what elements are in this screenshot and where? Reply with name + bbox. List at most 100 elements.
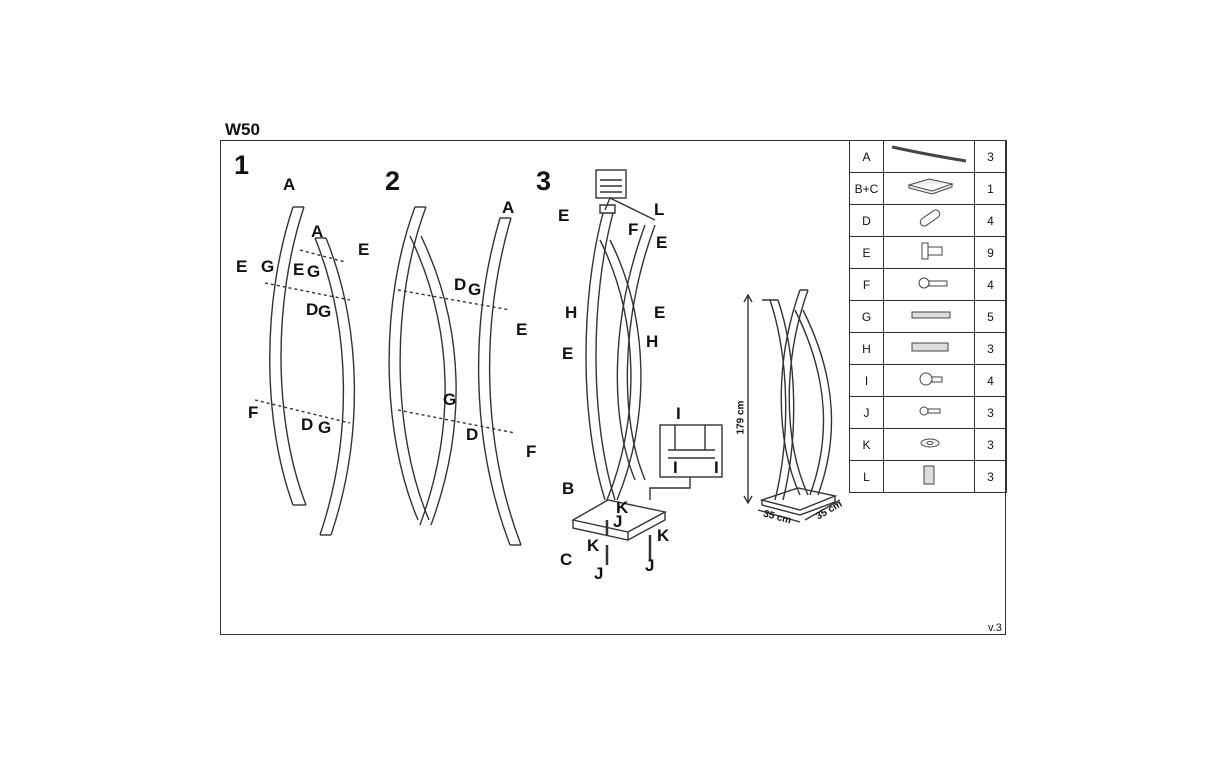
assembled-stand (759, 289, 838, 516)
long-bolt-icon (911, 342, 949, 352)
step1-label-g: G (307, 262, 321, 281)
step-1-number: 1 (234, 150, 250, 180)
part-image (883, 236, 975, 269)
detail-label-i: I (676, 404, 681, 423)
step1-label-e: E (236, 257, 248, 276)
part-quantity: 3 (974, 460, 1007, 493)
part-quantity: 1 (974, 172, 1007, 205)
part-image (883, 300, 975, 333)
part-image (883, 396, 975, 429)
step3-detail-box (659, 424, 723, 478)
step3-label-e: E (654, 303, 666, 322)
detail-label-i: I (673, 458, 678, 477)
step3-label-b: B (562, 479, 575, 498)
step1-label-a: A (283, 175, 296, 194)
part-letter: I (849, 364, 884, 397)
step1-label-d: D (306, 300, 319, 319)
step1-label-g: G (318, 302, 332, 321)
step2-label-a: A (502, 198, 515, 217)
step1-label-d: D (301, 415, 314, 434)
step2-label-d: D (466, 425, 479, 444)
part-letter: G (849, 300, 884, 333)
step3-label-h: H (565, 303, 578, 322)
part-quantity: 4 (974, 364, 1007, 397)
step3-label-e: E (558, 206, 570, 225)
step1-label-e: E (358, 240, 370, 259)
part-letter: F (849, 268, 884, 301)
step3-cap-detail (595, 169, 627, 199)
step2-rail-right (477, 217, 522, 546)
part-letter: H (849, 332, 884, 365)
step3-label-c: C (560, 550, 573, 569)
base-plate-icon (907, 178, 954, 195)
step2-label-g: G (468, 280, 482, 299)
short-bolt-icon (919, 406, 941, 416)
step1-rail-left (269, 206, 307, 506)
step2-rail-left (388, 206, 430, 521)
step3-label-e: E (562, 344, 574, 363)
part-image (883, 332, 975, 365)
part-quantity: 4 (974, 204, 1007, 237)
part-letter: B+C (849, 172, 884, 205)
step3-label-e: E (656, 233, 668, 252)
curved-rail-icon (891, 145, 967, 163)
step3-label-l: L (654, 200, 665, 219)
step-3-number: 3 (536, 166, 552, 196)
version-label: v.3 (988, 622, 1002, 634)
step2-label-g: G (443, 390, 457, 409)
part-quantity: 3 (974, 396, 1007, 429)
step3-label-k: K (587, 536, 600, 555)
step3-label-f: F (628, 220, 639, 239)
step3-label-j: J (594, 564, 604, 583)
step3-label-h: H (646, 332, 659, 351)
part-letter: E (849, 236, 884, 269)
part-quantity: 3 (974, 140, 1007, 173)
part-letter: L (849, 460, 884, 493)
hook-peg-icon (921, 242, 943, 260)
cap-icon (923, 465, 935, 485)
part-image (883, 172, 975, 205)
step3-label-k: K (657, 526, 670, 545)
part-letter: D (849, 204, 884, 237)
height-dimension: 179 cm (735, 400, 747, 435)
part-quantity: 4 (974, 268, 1007, 301)
parts-row: B+C 1 (849, 172, 1007, 205)
dowel-icon (919, 209, 941, 227)
part-image (883, 364, 975, 397)
screw-icon (918, 277, 948, 289)
part-letter: J (849, 396, 884, 429)
step1-label-g: G (261, 257, 275, 276)
step1-label-a: A (311, 222, 324, 241)
detail-label-i: I (714, 458, 719, 477)
step3-label-k: K (616, 498, 629, 517)
threaded-rod-icon (911, 311, 951, 319)
washer-icon (920, 438, 940, 448)
part-image (883, 204, 975, 237)
step1-label-e: E (293, 260, 305, 279)
step2-label-f: F (526, 442, 537, 461)
part-quantity: 3 (974, 428, 1007, 461)
step3-label-j: J (613, 512, 623, 531)
step2-label-d: D (454, 275, 467, 294)
part-quantity: 3 (974, 332, 1007, 365)
step1-label-f: F (248, 403, 259, 422)
part-image (883, 268, 975, 301)
diagram-title: W50 (225, 120, 260, 139)
step-2-number: 2 (385, 166, 401, 196)
part-image (883, 460, 975, 493)
part-letter: K (849, 428, 884, 461)
step2-rail-middle (409, 235, 457, 526)
part-quantity: 9 (974, 236, 1007, 269)
step1-rail-right (314, 237, 356, 536)
